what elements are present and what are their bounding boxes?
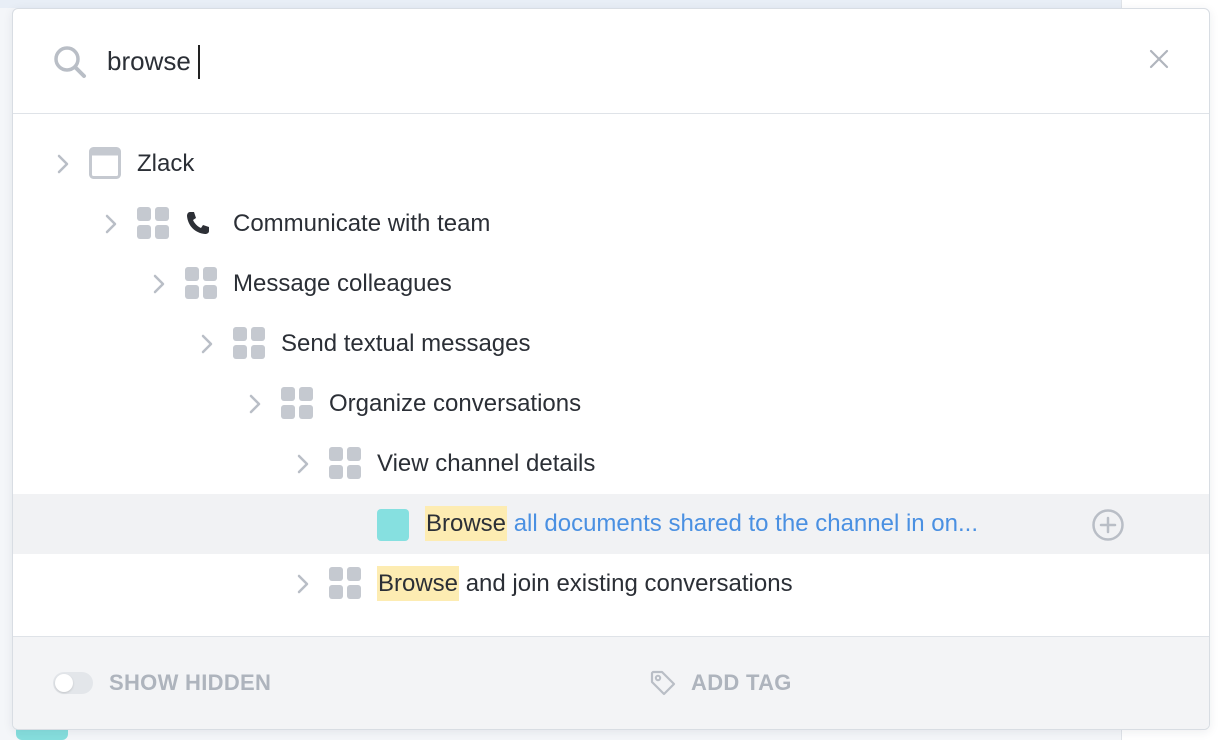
tree-item-rest-text: and join existing conversations [465, 570, 793, 597]
tree-item-label: Zlack [137, 150, 195, 177]
search-modal: Zlack Communicate with team Message coll… [12, 8, 1210, 730]
grid-icon [281, 387, 313, 419]
teal-square-icon [377, 509, 409, 541]
tree-item-label: Browse and join existing conversations [377, 554, 793, 614]
grid-icon [137, 207, 169, 239]
grid-icon [233, 327, 265, 359]
tree-item-label: Organize conversations [329, 390, 582, 417]
chevron-right-icon[interactable] [293, 573, 313, 595]
tree-item-label: View channel details [377, 450, 596, 477]
tree-item-label: Communicate with team [233, 210, 491, 237]
chevron-right-icon[interactable] [53, 153, 73, 175]
tree-item-label: Message colleagues [233, 270, 452, 297]
tree-row-message-colleagues[interactable]: Message colleagues [13, 254, 1209, 314]
grid-icon [185, 267, 217, 299]
background-header [0, 0, 1122, 8]
tree-row-communicate[interactable]: Communicate with team [13, 194, 1209, 254]
tree-item-label: Browse all documents shared to the chann… [425, 494, 978, 554]
tree-row-view-channel[interactable]: View channel details [13, 434, 1209, 494]
task-description-link[interactable]: all documents shared to the channel in o… [513, 510, 978, 537]
grid-icon [329, 567, 361, 599]
tree-item-label: Send textual messages [281, 330, 531, 357]
chevron-right-icon[interactable] [149, 273, 169, 295]
tree-row-browse-join[interactable]: Browse and join existing conversations [13, 554, 1209, 614]
toggle-knob [55, 674, 73, 692]
results-tree: Zlack Communicate with team Message coll… [13, 114, 1209, 636]
tree-row-zlack[interactable]: Zlack [13, 134, 1209, 194]
search-match-highlight: Browse [377, 566, 460, 601]
tree-row-browse-documents[interactable]: Browse all documents shared to the chann… [13, 494, 1209, 554]
search-input[interactable] [107, 39, 1087, 83]
grid-icon [329, 447, 361, 479]
tree-row-send-textual[interactable]: Send textual messages [13, 314, 1209, 374]
search-icon [54, 46, 86, 78]
search-match-highlight: Browse [425, 506, 508, 541]
show-hidden-toggle[interactable] [53, 672, 93, 694]
tree-row-organize[interactable]: Organize conversations [13, 374, 1209, 434]
phone-icon [187, 212, 209, 234]
chevron-right-icon[interactable] [197, 333, 217, 355]
tag-icon[interactable] [649, 669, 677, 697]
search-bar [13, 9, 1209, 114]
chevron-right-icon[interactable] [293, 453, 313, 475]
chevron-right-icon[interactable] [101, 213, 121, 235]
modal-footer: SHOW HIDDEN ADD TAG [13, 636, 1209, 729]
show-hidden-label[interactable]: SHOW HIDDEN [109, 670, 272, 695]
window-icon [89, 147, 121, 179]
text-caret [198, 45, 200, 79]
plus-circle-icon[interactable] [1091, 508, 1125, 542]
add-tag-button[interactable]: ADD TAG [691, 670, 792, 695]
close-icon[interactable] [1145, 45, 1173, 73]
chevron-right-icon[interactable] [245, 393, 265, 415]
